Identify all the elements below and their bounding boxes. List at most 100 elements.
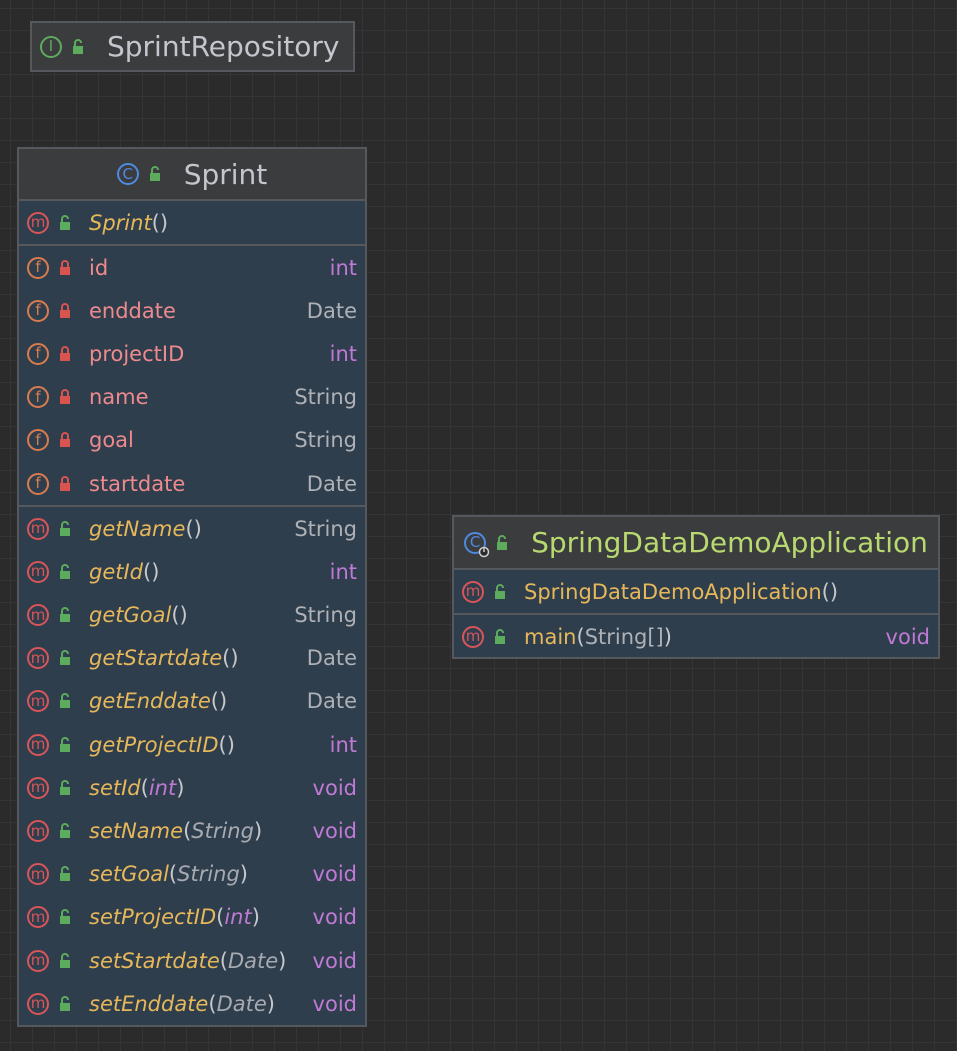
field-name: name — [89, 385, 149, 410]
open-paren: ( — [151, 210, 160, 235]
public-lock-open-icon — [58, 909, 72, 925]
method-name: getEnddate — [89, 689, 211, 714]
open-paren: ( — [185, 516, 194, 541]
app-class-header: C SpringDataDemoApplication — [454, 517, 938, 570]
open-paren: ( — [218, 732, 227, 757]
close-paren: ) — [176, 775, 185, 800]
private-lock-icon — [58, 475, 72, 492]
method-name: setId — [89, 775, 141, 800]
private-lock-icon — [58, 432, 72, 448]
interface-title: SprintRepository — [107, 30, 340, 63]
open-paren: ( — [168, 862, 178, 887]
method-signature: SpringDataDemoApplication() — [524, 580, 930, 604]
close-paren: ) — [230, 646, 239, 671]
method-signature: main(String[]) — [524, 625, 886, 649]
member-icons: m — [27, 733, 89, 756]
sprint-repository-node[interactable]: I SprintRepository — [30, 21, 355, 72]
method-name: getId — [89, 559, 144, 584]
public-lock-open-icon — [71, 38, 85, 55]
method-icon: m — [27, 647, 49, 670]
private-lock-icon — [58, 346, 72, 362]
return-type: void — [312, 991, 357, 1016]
field-row[interactable]: f name String — [19, 376, 365, 419]
param-type: int — [224, 905, 252, 930]
spring-data-demo-application-node[interactable]: C SpringDataDemoApplication m SpringDataD… — [452, 515, 940, 659]
public-lock-open-icon — [148, 166, 162, 182]
member-icons: m — [27, 906, 89, 929]
field-type: String — [294, 385, 357, 410]
return-type: void — [312, 819, 357, 844]
method-icon: m — [27, 211, 49, 234]
method-icon: m — [27, 604, 49, 627]
method-icon: m — [462, 580, 484, 603]
param-type: String — [177, 862, 240, 887]
open-paren: ( — [183, 819, 192, 844]
method-row[interactable]: m SpringDataDemoApplication() — [454, 570, 938, 613]
public-lock-open-icon — [493, 628, 507, 645]
method-name: setStartdate — [89, 948, 220, 973]
field-row[interactable]: f goal String — [19, 419, 365, 462]
return-type: void — [312, 862, 357, 887]
public-lock-open-icon — [58, 650, 72, 666]
field-name: enddate — [89, 298, 176, 323]
private-lock-icon — [58, 302, 72, 319]
field-icon: f — [27, 429, 49, 452]
field-icon: f — [27, 299, 49, 322]
field-type: Date — [306, 471, 357, 496]
method-name: Sprint — [89, 210, 152, 235]
method-icon: m — [27, 820, 49, 843]
return-type: void — [885, 624, 930, 649]
close-paren: ) — [251, 905, 260, 930]
field-icon: f — [27, 386, 49, 409]
field-icon: f — [27, 472, 49, 495]
return-type: Date — [306, 646, 357, 671]
member-icons: m — [27, 690, 89, 713]
return-type: int — [329, 559, 357, 584]
return-type: void — [312, 948, 357, 973]
method-name: getStartdate — [89, 646, 223, 671]
field-type: String — [294, 428, 357, 453]
method-signature: setId(int) — [89, 776, 313, 800]
member-icons: m — [27, 776, 89, 799]
public-lock-open-icon — [58, 779, 72, 796]
field-name: goal — [89, 428, 134, 453]
public-lock-open-icon — [58, 520, 72, 537]
field-name: projectID — [89, 341, 185, 366]
open-paren: ( — [576, 624, 585, 649]
method-icon: m — [27, 949, 49, 972]
field-type: int — [329, 255, 357, 280]
public-lock-open-icon — [493, 583, 507, 600]
public-lock-open-icon — [58, 736, 72, 753]
return-type: String — [294, 603, 357, 628]
close-paren: ) — [253, 819, 263, 844]
method-name: main — [524, 624, 577, 649]
method-signature: setProjectID(int) — [89, 905, 313, 929]
class-icon: C — [116, 163, 139, 185]
return-type: void — [312, 775, 357, 800]
member-icons: m — [27, 992, 89, 1015]
member-icons: m — [462, 580, 524, 603]
method-name: setEnddate — [89, 991, 209, 1016]
method-signature: getProjectID() — [89, 733, 330, 757]
return-type: int — [329, 732, 357, 757]
